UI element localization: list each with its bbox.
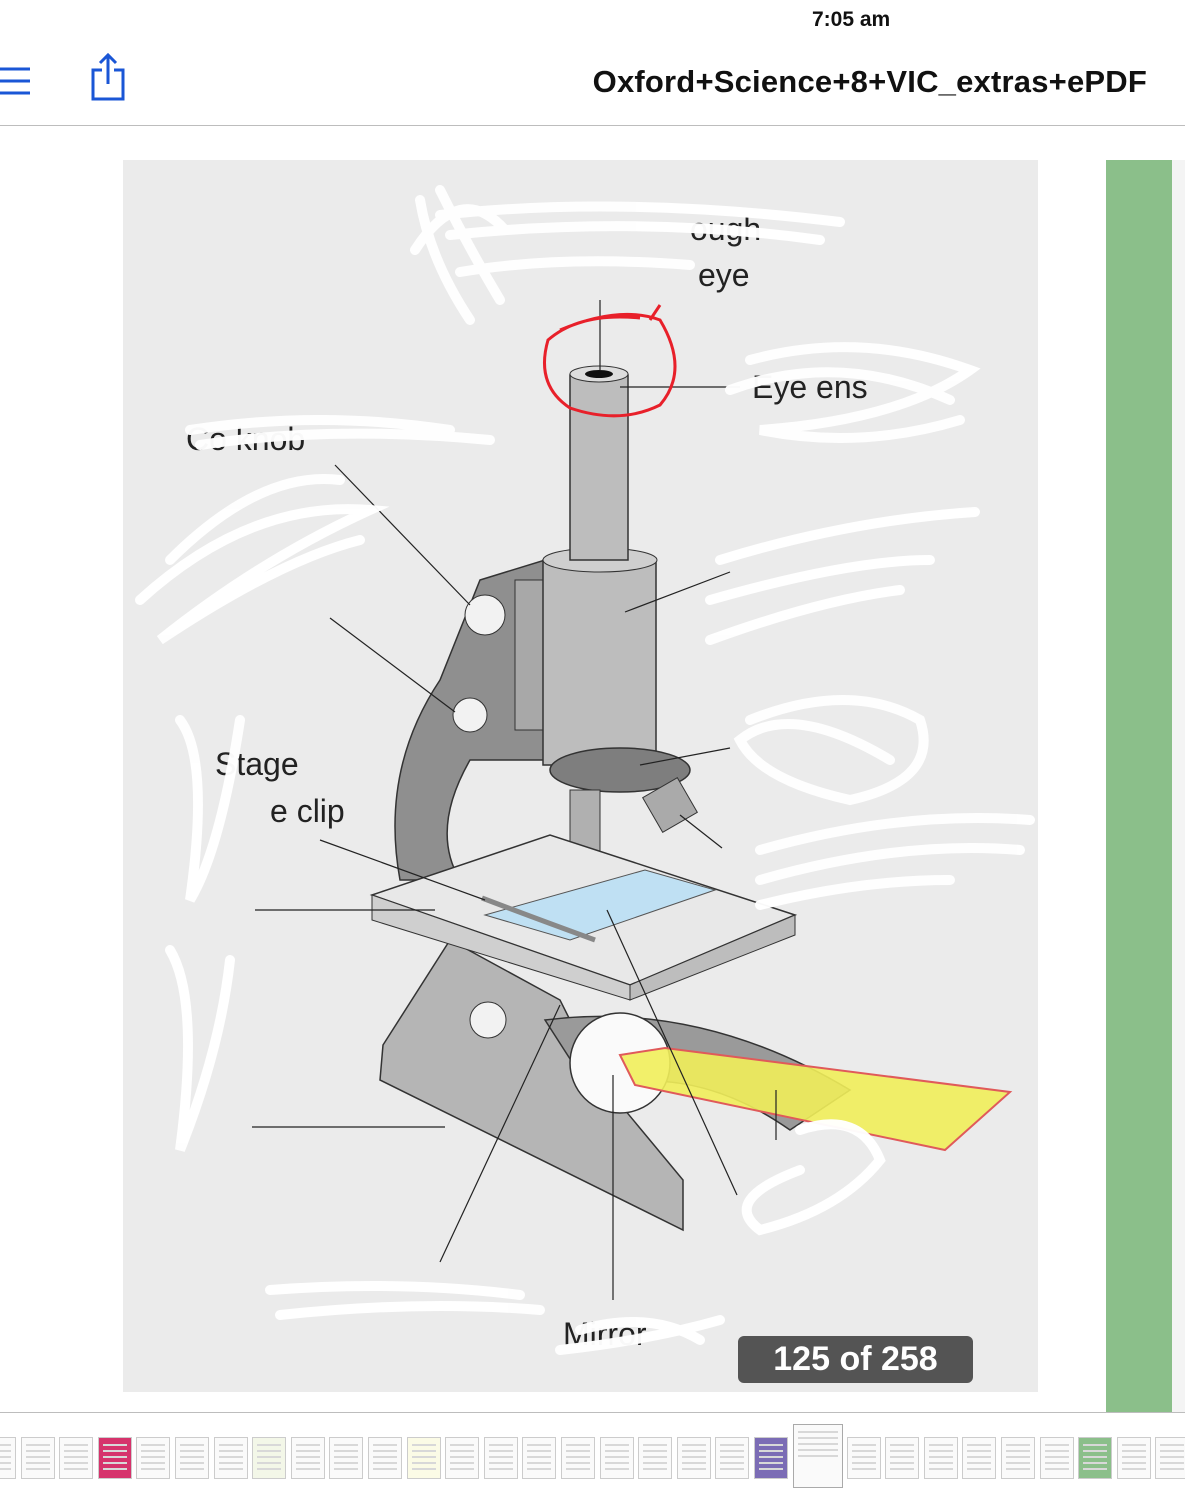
page-thumbnail[interactable] xyxy=(676,1437,711,1479)
coarse-focus-knob xyxy=(464,594,506,636)
page-thumbnail[interactable] xyxy=(638,1437,673,1479)
document-title: Oxford+Science+8+VIC_extras+ePDF xyxy=(592,64,1147,99)
thumbnail-divider xyxy=(0,1412,1185,1413)
label-top-line2: eye xyxy=(698,257,750,293)
page-thumbnail[interactable] xyxy=(329,1437,364,1479)
page-thumbnail[interactable] xyxy=(368,1437,402,1479)
body-tube xyxy=(542,559,657,766)
page-thumbnail[interactable] xyxy=(20,1437,55,1479)
page-thumbnail[interactable] xyxy=(1039,1437,1074,1479)
page-thumbnail[interactable] xyxy=(754,1437,788,1479)
next-page-edge xyxy=(1172,160,1185,1413)
page-thumbnail[interactable] xyxy=(252,1437,287,1479)
share-icon xyxy=(91,52,125,101)
page-thumbnail[interactable] xyxy=(1155,1437,1185,1479)
page-thumbnail[interactable] xyxy=(599,1437,634,1479)
microscope-diagram: ough eye Eye ens Co knob Stage e clip Mi… xyxy=(135,185,1035,1355)
red-annotation-circle xyxy=(543,304,677,418)
page-thumbnail[interactable] xyxy=(885,1437,920,1479)
pdf-page[interactable]: ough eye Eye ens Co knob Stage e clip Mi… xyxy=(123,160,1038,1392)
page-thumbnail[interactable] xyxy=(97,1437,132,1479)
page-thumbnail[interactable] xyxy=(213,1437,248,1479)
page-thumbnail[interactable] xyxy=(406,1437,441,1479)
page-thumbnail[interactable] xyxy=(59,1437,94,1479)
thumbnail-strip[interactable] xyxy=(0,1413,1185,1500)
stage-clip xyxy=(481,895,596,943)
page-thumbnail[interactable] xyxy=(1116,1437,1151,1479)
hamburger-icon xyxy=(0,67,30,95)
light-ray xyxy=(618,1046,1013,1152)
next-page-preview[interactable] xyxy=(1106,160,1172,1413)
page-thumbnail[interactable] xyxy=(445,1437,480,1479)
page-thumbnail[interactable] xyxy=(846,1437,881,1479)
page-thumbnail[interactable] xyxy=(923,1437,958,1479)
eyepiece xyxy=(569,374,629,561)
fine-focus-knob xyxy=(452,697,488,733)
page-thumbnail[interactable] xyxy=(1078,1437,1113,1479)
toolbar-divider xyxy=(0,125,1185,126)
page-thumbnail[interactable] xyxy=(136,1437,171,1479)
page-thumbnail[interactable] xyxy=(715,1437,750,1479)
page-thumbnail[interactable] xyxy=(290,1437,325,1479)
page-thumbnail[interactable] xyxy=(483,1437,518,1479)
menu-button[interactable] xyxy=(0,66,32,96)
page-thumbnail[interactable] xyxy=(962,1437,997,1479)
share-button[interactable] xyxy=(90,52,126,102)
page-indicator: 125 of 258 xyxy=(738,1336,973,1383)
status-time: 7:05 am xyxy=(812,8,891,31)
label-stage-clip: e clip xyxy=(270,793,345,829)
page-thumbnail[interactable] xyxy=(561,1437,595,1479)
page-thumbnail[interactable] xyxy=(792,1424,843,1488)
scribble-annotations xyxy=(135,185,1035,1355)
page-thumbnail[interactable] xyxy=(1001,1437,1035,1479)
page-thumbnail[interactable] xyxy=(175,1437,209,1479)
revolving-nosepiece xyxy=(549,747,691,793)
page-thumbnail[interactable] xyxy=(0,1437,16,1479)
page-thumbnail[interactable] xyxy=(522,1437,557,1479)
